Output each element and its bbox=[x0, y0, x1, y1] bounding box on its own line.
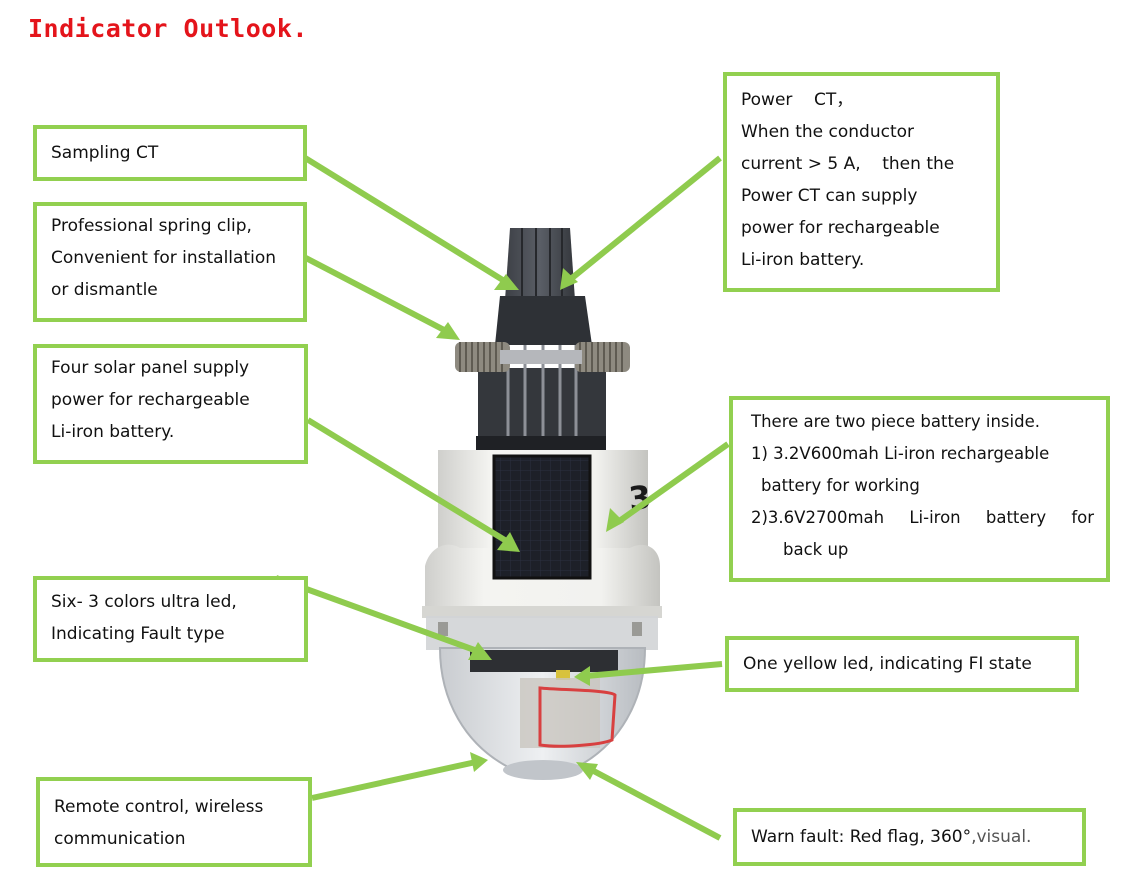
callout-text: Warn fault: Red flag, 360° bbox=[751, 827, 972, 847]
callout-battery: There are two piece battery inside. 1) 3… bbox=[729, 396, 1110, 582]
callout-text: or dismantle bbox=[51, 280, 158, 300]
callout-text: Six- 3 colors ultra led, bbox=[51, 592, 237, 612]
callout-text: One yellow led, indicating FI state bbox=[743, 654, 1032, 674]
callout-spring-clip: Professional spring clip, Convenient for… bbox=[33, 202, 307, 322]
callout-power-ct: Power CT， When the conductor current > 5… bbox=[723, 72, 1000, 292]
yellow-led bbox=[556, 670, 570, 680]
callout-solar-panel: Four solar panel supply power for rechar… bbox=[33, 344, 308, 464]
callout-text: Li-iron battery. bbox=[51, 422, 175, 442]
callout-text: power for rechargeable bbox=[51, 390, 250, 410]
callout-text: battery for working bbox=[761, 476, 920, 495]
solar-panel bbox=[492, 454, 592, 580]
callout-text: power for rechargeable bbox=[741, 218, 940, 238]
callout-text: Power CT， bbox=[741, 90, 854, 110]
ct-clip bbox=[478, 228, 606, 438]
callout-text: Li-iron battery. bbox=[741, 250, 865, 270]
callout-sampling-ct: Sampling CT bbox=[33, 125, 307, 181]
callout-text: back up bbox=[783, 540, 849, 559]
callout-remote-control: Remote control, wireless communication bbox=[36, 777, 312, 867]
callout-text: There are two piece battery inside. bbox=[751, 412, 1040, 431]
callout-text: 1) 3.2V600mah Li-iron rechargeable bbox=[751, 444, 1050, 463]
callout-text: Four solar panel supply bbox=[51, 358, 250, 378]
callout-text: Remote control, wireless bbox=[54, 797, 264, 817]
callout-warn-fault: Warn fault: Red flag, 360°,visual. bbox=[733, 808, 1086, 866]
callout-text-suffix: ,visual. bbox=[971, 827, 1032, 847]
spring-clip bbox=[455, 342, 630, 372]
callout-text: Professional spring clip, bbox=[51, 216, 252, 236]
callout-yellow-led: One yellow led, indicating FI state bbox=[725, 636, 1079, 692]
callout-ultra-led: Six- 3 colors ultra led, Indicating Faul… bbox=[33, 576, 308, 662]
callout-arrows bbox=[274, 153, 730, 841]
callout-text: Power CT can supply bbox=[741, 186, 918, 206]
callout-text: communication bbox=[54, 829, 186, 849]
callout-text: Indicating Fault type bbox=[51, 624, 225, 644]
callout-text: Sampling CT bbox=[51, 143, 159, 163]
page-title: Indicator Outlook. bbox=[28, 14, 308, 43]
callout-text: Convenient for installation bbox=[51, 248, 277, 268]
callout-text: current > 5 A, then the bbox=[741, 154, 955, 174]
callout-text: 2)3.6V2700mah Li-iron battery for bbox=[751, 508, 1095, 527]
callout-text: When the conductor bbox=[741, 122, 915, 142]
